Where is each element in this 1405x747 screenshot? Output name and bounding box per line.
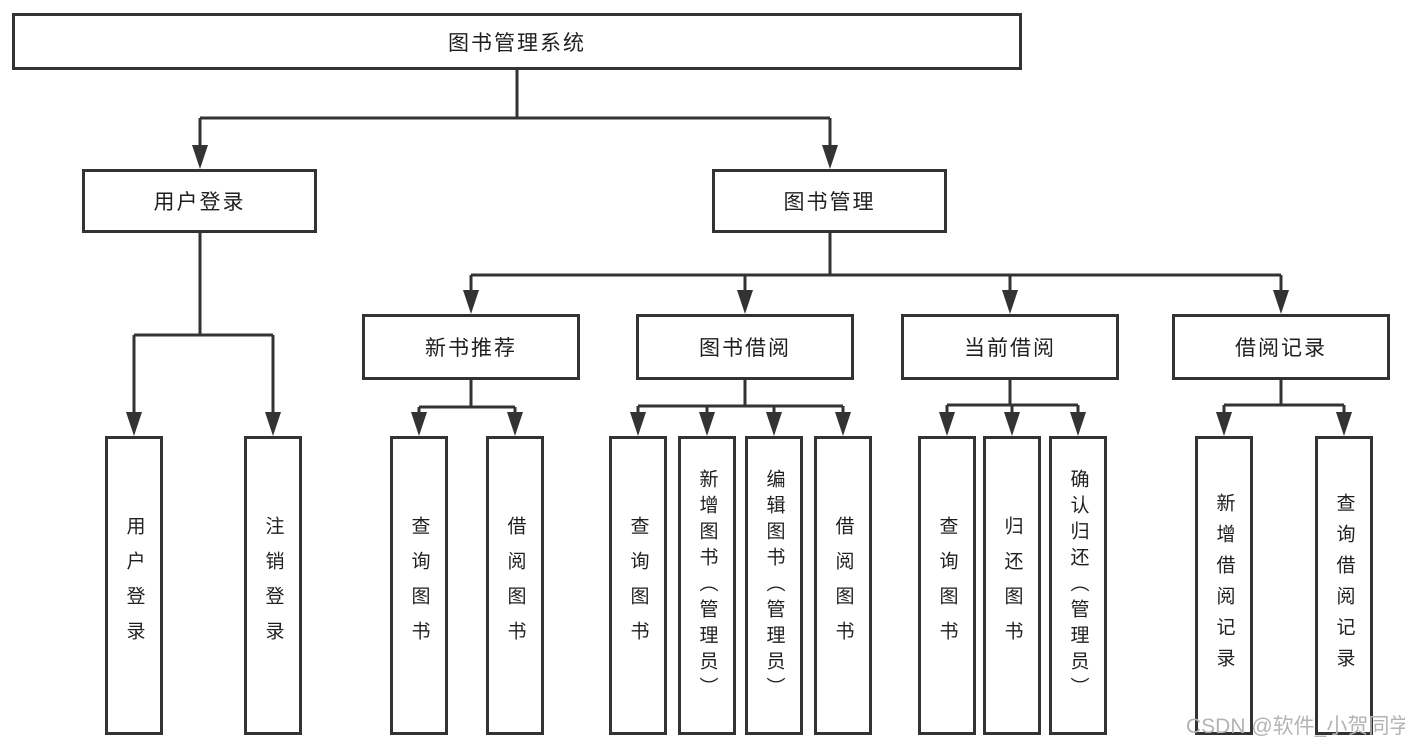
arrowhead-icon <box>835 412 851 436</box>
leaf-label: 用户登录 <box>123 515 145 656</box>
arrowhead-icon <box>1070 412 1086 436</box>
node-root: 图书管理系统 <box>12 13 1022 70</box>
connector-new-books <box>417 380 517 414</box>
connector-book-borrow <box>636 380 845 414</box>
leaf-book-borrow-query: 查询图书 <box>609 436 667 735</box>
leaf-current-borrow-query: 查询图书 <box>918 436 976 735</box>
leaf-label: 查询借阅记录 <box>1333 492 1355 679</box>
leaf-label: 归还图书 <box>1001 515 1023 656</box>
node-user-login: 用户登录 <box>82 169 317 233</box>
leaf-label: 借阅图书 <box>504 515 526 656</box>
watermark-text: CSDN @软件_小贺同学 <box>1186 715 1405 738</box>
leaf-borrow-records-add: 新增借阅记录 <box>1195 436 1253 735</box>
leaf-label: 确认归还（管理员） <box>1067 468 1089 703</box>
node-book-borrow: 图书借阅 <box>636 314 854 380</box>
leaf-label: 新增图书（管理员） <box>696 468 718 703</box>
connector-root <box>198 70 832 147</box>
leaf-book-borrow-borrow: 借阅图书 <box>814 436 872 735</box>
connector-current-borrow <box>945 380 1080 414</box>
node-borrow-records: 借阅记录 <box>1172 314 1390 380</box>
leaf-current-borrow-confirm: 确认归还（管理员） <box>1049 436 1107 735</box>
node-new-books: 新书推荐 <box>362 314 580 380</box>
leaf-current-borrow-return: 归还图书 <box>983 436 1041 735</box>
connector-user-login <box>132 233 275 414</box>
arrowhead-icon <box>192 145 208 169</box>
leaf-book-borrow-edit: 编辑图书（管理员） <box>745 436 803 735</box>
node-current-borrow: 当前借阅 <box>901 314 1119 380</box>
arrowhead-icon <box>766 412 782 436</box>
leaf-user-login-login: 用户登录 <box>105 436 163 735</box>
leaf-new-books-borrow: 借阅图书 <box>486 436 544 735</box>
leaf-label: 查询图书 <box>408 515 430 656</box>
leaf-label: 查询图书 <box>627 515 649 656</box>
leaf-new-books-query: 查询图书 <box>390 436 448 735</box>
arrowhead-icon <box>822 145 838 169</box>
leaf-label: 编辑图书（管理员） <box>763 468 785 703</box>
arrowhead-icon <box>939 412 955 436</box>
arrowhead-icon <box>507 412 523 436</box>
leaf-label: 新增借阅记录 <box>1213 492 1235 679</box>
arrowhead-icon <box>463 290 479 314</box>
arrowhead-icon <box>126 412 142 436</box>
arrowhead-icon <box>699 412 715 436</box>
arrowhead-icon <box>737 290 753 314</box>
leaf-label: 注销登录 <box>262 515 284 656</box>
connector-book-mgmt <box>469 233 1283 292</box>
arrowhead-icon <box>265 412 281 436</box>
leaf-book-borrow-add: 新增图书（管理员） <box>678 436 736 735</box>
arrowhead-icon <box>1273 290 1289 314</box>
arrowhead-icon <box>1216 412 1232 436</box>
arrowhead-icon <box>1004 412 1020 436</box>
arrowhead-icon <box>411 412 427 436</box>
arrowhead-icon <box>1002 290 1018 314</box>
leaf-label: 查询图书 <box>936 515 958 656</box>
leaf-label: 借阅图书 <box>832 515 854 656</box>
connector-borrow-records <box>1222 380 1346 414</box>
leaf-user-login-logout: 注销登录 <box>244 436 302 735</box>
arrowhead-icon <box>630 412 646 436</box>
node-book-mgmt: 图书管理 <box>712 169 947 233</box>
leaf-borrow-records-query: 查询借阅记录 <box>1315 436 1373 735</box>
arrowhead-icon <box>1336 412 1352 436</box>
